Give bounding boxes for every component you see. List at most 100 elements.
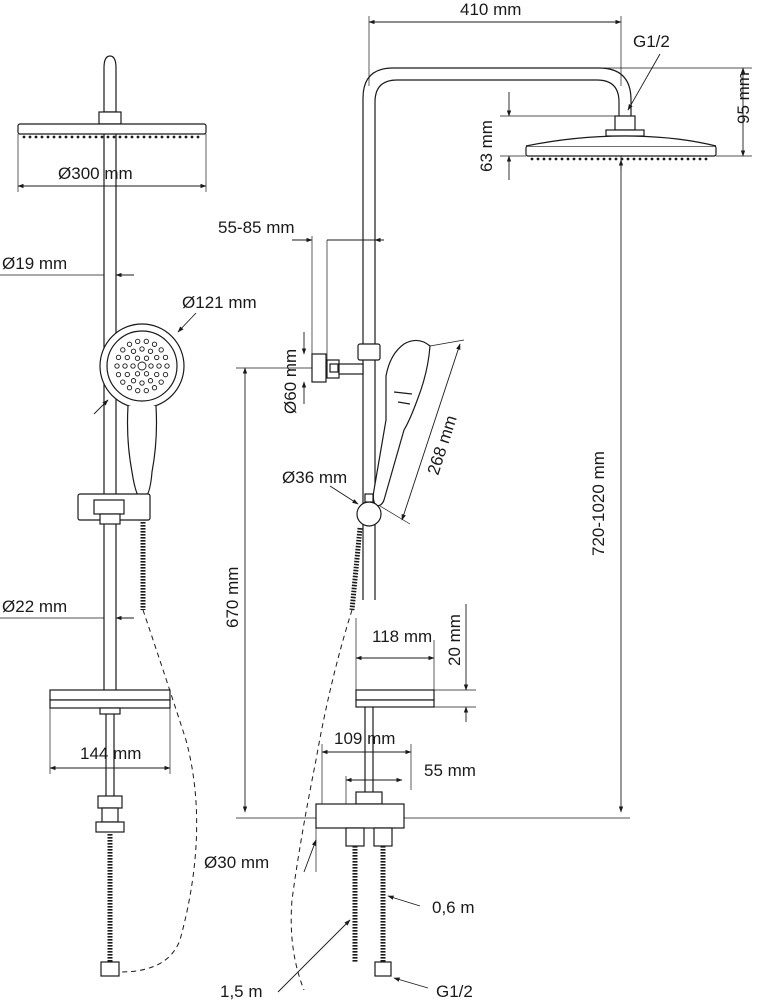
side-rain-head-nozzles xyxy=(530,157,708,161)
spray-hole xyxy=(134,355,141,361)
spray-hole xyxy=(139,346,145,352)
rain-head-nozzle xyxy=(566,157,570,161)
rain-head-nozzle xyxy=(52,135,56,139)
rain-head-nozzle xyxy=(28,135,32,139)
side-hose-loop xyxy=(290,609,353,991)
rain-head-nozzle xyxy=(602,157,606,161)
label-arm-height: 95 mm xyxy=(734,72,753,124)
label-head-height: 63 mm xyxy=(477,120,496,172)
side-15-leader xyxy=(277,919,351,993)
rain-head-nozzle xyxy=(172,135,176,139)
side-arm-inner xyxy=(374,79,620,600)
rain-head-nozzle xyxy=(650,157,654,161)
spray-hole xyxy=(148,363,154,369)
spray-hole xyxy=(162,354,169,361)
side-holder-clip xyxy=(357,343,381,361)
label-mixer-offset: 55 mm xyxy=(424,761,476,780)
front-diverter-body xyxy=(101,807,119,823)
spray-hole xyxy=(134,371,141,377)
rain-head-nozzle xyxy=(584,157,588,161)
side-hose-bottom-nut xyxy=(374,961,392,977)
rain-head-nozzle xyxy=(656,157,660,161)
rain-head-nozzle xyxy=(160,135,164,139)
front-hose-loop xyxy=(119,609,198,973)
rain-head-nozzle xyxy=(22,135,26,139)
side-head-connector xyxy=(614,115,636,131)
side-head-cap xyxy=(605,129,645,137)
spray-hole xyxy=(135,338,141,345)
side-slider-knob xyxy=(356,501,382,527)
rain-head-nozzle xyxy=(674,157,678,161)
label-holder-adjust: 55-85 mm xyxy=(218,218,295,237)
label-diameter-19: Ø19 mm xyxy=(2,254,67,273)
spray-hole xyxy=(137,361,147,371)
rain-head-nozzle xyxy=(596,157,600,161)
rain-head-nozzle xyxy=(662,157,666,161)
rain-head-nozzle xyxy=(130,135,134,139)
side-diverter-cap xyxy=(355,791,383,805)
front-rain-head-neck xyxy=(103,55,117,113)
spray-hole xyxy=(130,378,137,384)
rain-head-nozzle xyxy=(40,135,44,139)
front-rain-head-connector xyxy=(98,111,122,125)
spray-hole xyxy=(143,371,150,377)
rain-head-nozzle xyxy=(166,135,170,139)
side-rain-head xyxy=(525,145,717,157)
rain-head-nozzle xyxy=(530,157,534,161)
rain-head-nozzle xyxy=(112,135,116,139)
rain-head-nozzle xyxy=(692,157,696,161)
label-height-range: 720-1020 mm xyxy=(589,451,608,556)
rain-head-nozzle xyxy=(704,157,708,161)
spray-hole xyxy=(135,387,141,394)
rain-head-nozzle xyxy=(542,157,546,161)
front-slider-body xyxy=(93,499,125,515)
label-diameter-60: Ø60 mm xyxy=(281,349,300,414)
spray-hole xyxy=(124,371,130,378)
spray-hole xyxy=(143,387,149,394)
rain-head-nozzle xyxy=(154,135,158,139)
front-hand-dim-arrow-top xyxy=(177,312,197,333)
rain-head-nozzle xyxy=(148,135,152,139)
side-36-leader xyxy=(329,485,359,505)
spray-hole xyxy=(147,378,154,384)
side-holder-arm xyxy=(338,363,364,375)
label-connector-bottom: G1/2 xyxy=(436,982,473,1000)
label-diameter-300: Ø300 mm xyxy=(58,164,133,183)
spray-hole xyxy=(151,385,158,391)
rain-head-nozzle xyxy=(638,157,642,161)
rain-head-nozzle xyxy=(560,157,564,161)
spray-hole xyxy=(120,347,126,353)
rain-head-nozzle xyxy=(680,157,684,161)
label-height-670: 670 mm xyxy=(223,567,242,628)
label-diameter-36: Ø36 mm xyxy=(282,468,347,487)
front-hand-shower-face xyxy=(106,330,178,402)
rain-head-nozzle xyxy=(142,135,146,139)
rain-head-nozzle xyxy=(196,135,200,139)
side-hose-upper xyxy=(349,527,363,611)
side-hand-shower xyxy=(372,339,431,507)
front-shelf-clamp xyxy=(99,707,121,715)
rain-head-nozzle xyxy=(58,135,62,139)
rain-head-nozzle xyxy=(106,135,110,139)
rain-head-nozzle xyxy=(572,157,576,161)
side-connector-leader xyxy=(627,53,661,111)
spray-hole xyxy=(154,371,160,378)
front-rain-head xyxy=(17,123,207,135)
rain-head-nozzle xyxy=(554,157,558,161)
spray-hole xyxy=(143,355,150,361)
rain-head-nozzle xyxy=(536,157,540,161)
label-diameter-30: Ø30 mm xyxy=(204,853,269,872)
label-length-long: 1,5 m xyxy=(220,982,263,1000)
spray-hole xyxy=(154,354,160,361)
rain-head-nozzle xyxy=(46,135,50,139)
spray-hole xyxy=(158,379,164,385)
rain-head-nozzle xyxy=(698,157,702,161)
rain-head-nozzle xyxy=(88,135,92,139)
side-view: 410 mm G1/2 95 mm 63 mm 55-85 mm xyxy=(204,0,753,1000)
spray-hole xyxy=(126,385,133,391)
spray-hole xyxy=(120,379,126,385)
side-268-ext-top xyxy=(429,339,465,347)
rain-head-nozzle xyxy=(34,135,38,139)
rain-head-nozzle xyxy=(608,157,612,161)
